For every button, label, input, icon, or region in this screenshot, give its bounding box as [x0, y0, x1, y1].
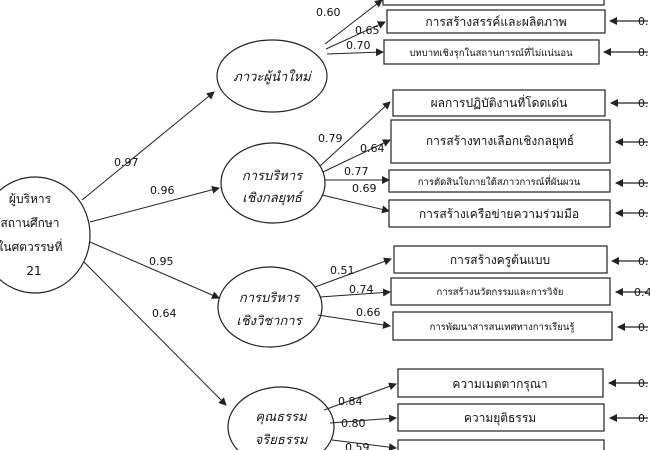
error-strategic-1: 0. [638, 97, 649, 110]
indicator-label-strategic-1: ผลการปฏิบัติงานที่โดดเด่น [431, 94, 568, 110]
indicator-box-strategic-4 [388, 199, 611, 228]
factor-ethics-line-2: จริยธรรม [255, 433, 309, 448]
indicator-label-strategic-4: การสร้างเครือข่ายความร่วมมือ [419, 207, 579, 221]
path-academic-ind-2 [319, 288, 391, 298]
indicator-loading-new-leader-2: 0.65 [355, 24, 380, 37]
path-main-ethics [83, 261, 227, 406]
path-academic-ind-1 [314, 257, 392, 288]
path-academic-ind-3 [317, 314, 391, 329]
factor-strategic-line-2: เชิงกลยุทธ์ [242, 190, 305, 206]
loading-academic: 0.95 [149, 255, 174, 268]
path-new-leader-ind-1 [324, 0, 383, 45]
error-strategic-2: 0. [638, 136, 649, 149]
main-factor: ผู้บริหาร สถานศึกษา ในศตวรรษที่ 21 [0, 176, 91, 294]
indicator-box-ethics-1 [397, 368, 604, 398]
main-paths: 0.97 0.96 0.95 0.64 [81, 91, 227, 406]
error-new-leader-2: 0. [638, 15, 649, 28]
factor-strategic-ellipse [220, 142, 326, 224]
path-ethics-ind-1 [323, 382, 397, 411]
factor-academic-line-2: เชิงวิชาการ [236, 314, 303, 329]
indicator-label-academic-3: การพัฒนาสารสนเทศทางการเรียนรู้ [430, 321, 575, 333]
indicator-loading-academic-2: 0.74 [349, 283, 374, 296]
path-ethics-ind-3 [331, 439, 397, 450]
error-academic-1: 0. [638, 255, 649, 268]
loading-new-leader: 0.97 [114, 156, 139, 169]
path-ethics-ind-2 [329, 414, 397, 424]
indicator-box-strategic-2 [390, 119, 611, 164]
error-academic-2: 0.4 [634, 286, 650, 299]
indicator-loading-academic-3: 0.66 [356, 306, 381, 319]
factor-ethics-line-1: คุณธรรม [255, 410, 308, 425]
indicator-box-new-leader-3 [383, 39, 600, 65]
factor-academic: การบริหาร เชิงวิชาการ การสร้างครูต้นแบบ … [217, 245, 650, 348]
indicator-label-strategic-3: การตัดสินใจภายใต้สภาวการณ์ที่ผันผวน [418, 175, 581, 188]
indicator-box-academic-3 [392, 311, 613, 341]
indicator-loading-strategic-2: 0.64 [360, 142, 385, 155]
error-ethics-2: 0. [638, 412, 649, 425]
loading-ethics: 0.64 [152, 307, 177, 320]
error-strategic-3: 0. [638, 177, 649, 190]
error-strategic-4: 0. [638, 207, 649, 220]
indicator-box-new-leader-2 [386, 9, 606, 34]
indicator-box-strategic-3 [388, 169, 611, 193]
indicator-loading-ethics-3: 0.59 [345, 441, 370, 450]
factor-new-leader-ellipse [216, 39, 328, 113]
path-strategic-ind-2 [322, 139, 391, 173]
indicator-box-strategic-1 [392, 89, 606, 117]
factor-new-leader-label: ภาวะผู้นำใหม่ [233, 69, 312, 85]
path-strategic-ind-1 [319, 101, 391, 167]
indicator-label-academic-1: การสร้างครูต้นแบบ [450, 253, 550, 268]
path-main-strategic [89, 185, 220, 223]
indicator-box-new-leader-1 [382, 0, 605, 6]
factor-academic-line-1: การบริหาร [239, 291, 301, 306]
indicator-loading-strategic-1: 0.79 [318, 132, 343, 145]
factor-ethics: คุณธรรม จริยธรรม ความเมตตากรุณา 0.84 0. … [227, 368, 649, 450]
main-factor-line-3: ในศตวรรษที่ [0, 238, 63, 254]
main-factor-line-2: สถานศึกษา [0, 216, 59, 230]
indicator-loading-strategic-4: 0.69 [352, 182, 377, 195]
path-strategic-ind-4 [321, 194, 390, 214]
factor-strategic: การบริหาร เชิงกลยุทธ์ ผลการปฏิบัติงานที่… [220, 89, 649, 228]
path-new-leader-ind-3 [326, 48, 384, 57]
error-new-leader-3: 0. [638, 46, 649, 59]
indicator-label-academic-2: การสร้างนวัตกรรมและการวิจัย [437, 287, 564, 298]
indicator-label-ethics-1: ความเมตตากรุณา [452, 377, 547, 392]
loading-strategic: 0.96 [150, 184, 175, 197]
indicator-label-new-leader-2: การสร้างสรรค์และผลิตภาพ [425, 15, 566, 29]
indicator-box-academic-1 [393, 245, 608, 274]
indicator-label-strategic-2: การสร้างทางเลือกเชิงกลยุทธ์ [426, 134, 574, 149]
indicator-box-academic-2 [390, 277, 611, 306]
factor-ethics-ellipse [227, 386, 335, 450]
indicator-box-ethics-3 [397, 439, 605, 450]
error-ethics-1: 0. [638, 377, 649, 390]
main-factor-ellipse [0, 176, 91, 294]
indicator-loading-new-leader-3: 0.70 [346, 39, 371, 52]
indicator-loading-new-leader-1: 0.60 [316, 6, 341, 19]
factor-strategic-line-1: การบริหาร [242, 169, 304, 184]
indicator-label-new-leader-3: บทบาทเชิงรุกในสถานการณ์ที่ไม่แน่นอน [409, 46, 573, 59]
path-main-academic [89, 241, 220, 299]
factor-new-leader: ภาวะผู้นำใหม่ 0.60 การสร้างสรรค์และผลิตภ… [216, 0, 649, 113]
indicator-loading-ethics-2: 0.80 [341, 417, 366, 430]
path-main-new-leader [81, 91, 215, 201]
indicator-box-ethics-2 [397, 403, 605, 432]
indicator-label-ethics-2: ความยุติธรรม [464, 411, 536, 426]
path-new-leader-ind-2 [325, 21, 386, 50]
indicator-loading-strategic-3: 0.77 [344, 165, 369, 178]
main-factor-line-1: ผู้บริหาร [9, 192, 52, 207]
error-academic-3: 0. [638, 321, 649, 334]
factor-academic-ellipse [217, 266, 323, 348]
indicator-loading-academic-1: 0.51 [330, 264, 355, 277]
indicator-loading-ethics-1: 0.84 [338, 395, 363, 408]
main-factor-line-4: 21 [26, 264, 41, 278]
